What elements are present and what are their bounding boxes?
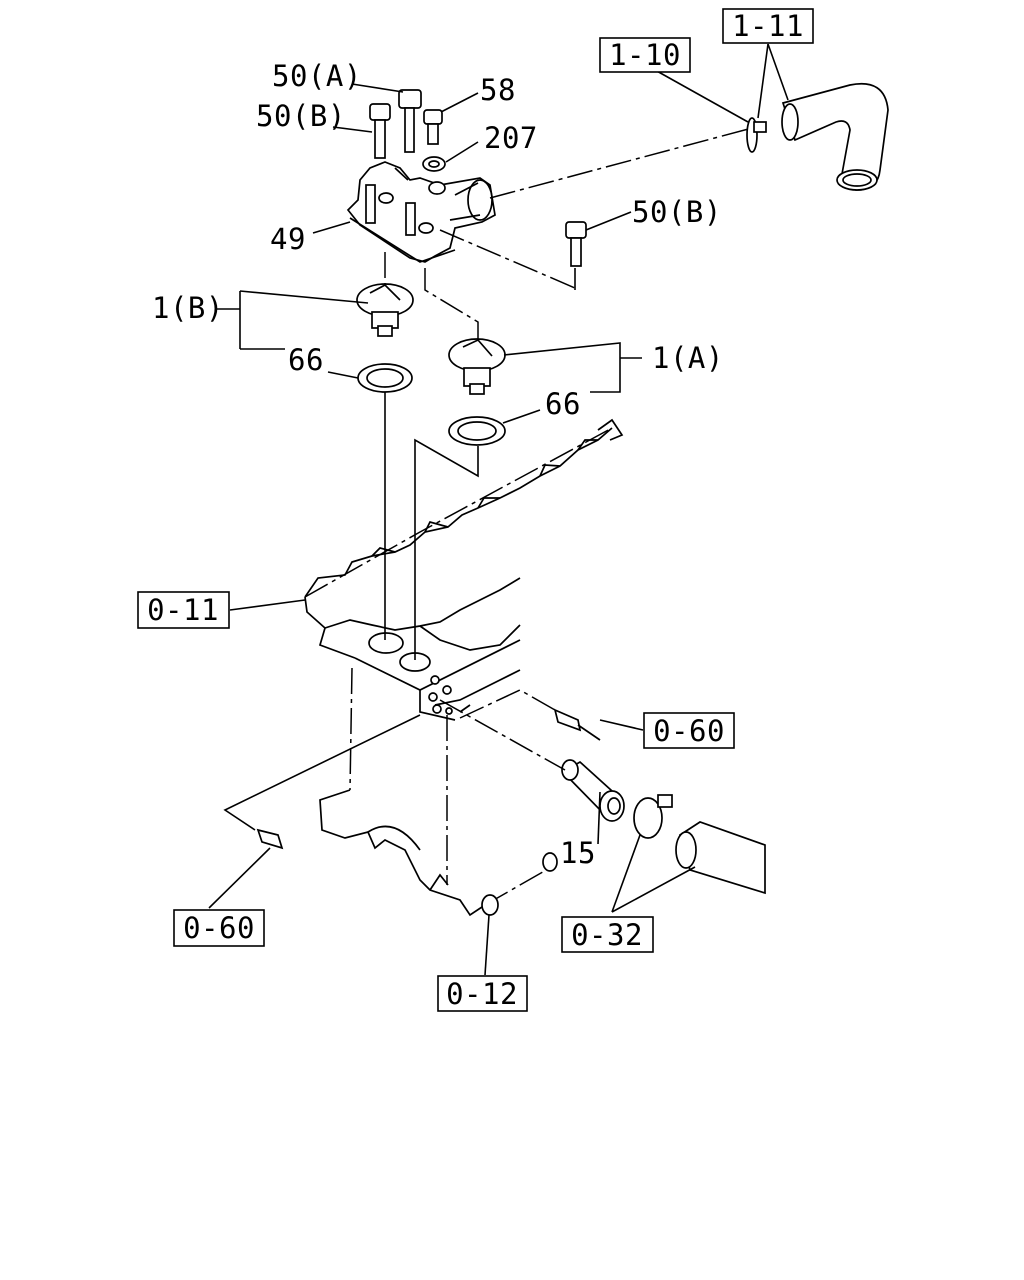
thermostat-ports — [368, 632, 453, 715]
ref-box-0-11: 0-11 — [137, 591, 230, 629]
lower-hose-clamp — [633, 794, 673, 839]
ref-0-12-text: 0-12 — [446, 977, 518, 1011]
label-207: 207 — [484, 121, 538, 155]
ref-box-0-32: 0-32 — [561, 916, 654, 953]
sensor-0-60-left — [223, 714, 421, 850]
ref-box-1-11: 1-11 — [722, 8, 814, 44]
assembly-lines — [384, 127, 753, 660]
gasket-66-right — [448, 416, 506, 446]
thermostat-1b — [356, 283, 414, 337]
label-58: 58 — [480, 73, 516, 107]
lower-hose — [675, 821, 766, 895]
ref-0-60-right-text: 0-60 — [653, 714, 725, 748]
leader-lines — [208, 43, 789, 976]
bolt-58 — [423, 109, 443, 145]
thermostat-housing — [346, 161, 496, 263]
label-49: 49 — [270, 222, 306, 256]
ref-box-0-60-left: 0-60 — [173, 909, 265, 947]
label-50b-top: 50(B) — [256, 99, 346, 133]
ref-box-1-10: 1-10 — [599, 37, 691, 73]
ref-0-32-text: 0-32 — [571, 918, 643, 952]
water-pipe-15 — [561, 759, 625, 822]
ref-box-0-60-right: 0-60 — [643, 712, 735, 749]
bolt-50b-top — [369, 103, 391, 159]
washer-207 — [422, 156, 446, 195]
bolt-50a — [398, 89, 422, 153]
ref-1-10-text: 1-10 — [609, 38, 681, 72]
gasket-66-left — [357, 363, 413, 393]
label-50b-right: 50(B) — [632, 195, 722, 229]
hose-clamp-1-10 — [746, 117, 767, 153]
label-50a: 50(A) — [272, 59, 362, 93]
label-1a: 1(A) — [652, 341, 724, 375]
upper-hose — [781, 83, 889, 191]
label-1b: 1(B) — [152, 291, 224, 325]
cylinder-block — [319, 667, 558, 917]
label-15: 15 — [560, 836, 596, 870]
label-66-left: 66 — [288, 343, 324, 377]
ref-0-60-left-text: 0-60 — [183, 911, 255, 945]
ref-box-0-12: 0-12 — [437, 975, 528, 1012]
ref-1-11-text: 1-11 — [732, 9, 804, 43]
label-66-right: 66 — [545, 387, 581, 421]
pipe-axis-line — [439, 699, 566, 771]
bolt-50b-right — [565, 221, 587, 267]
cylinder-head — [304, 418, 624, 721]
sensor-0-60-right — [459, 689, 601, 741]
thermostat-1a — [448, 338, 506, 395]
ref-0-11-text: 0-11 — [147, 593, 219, 627]
